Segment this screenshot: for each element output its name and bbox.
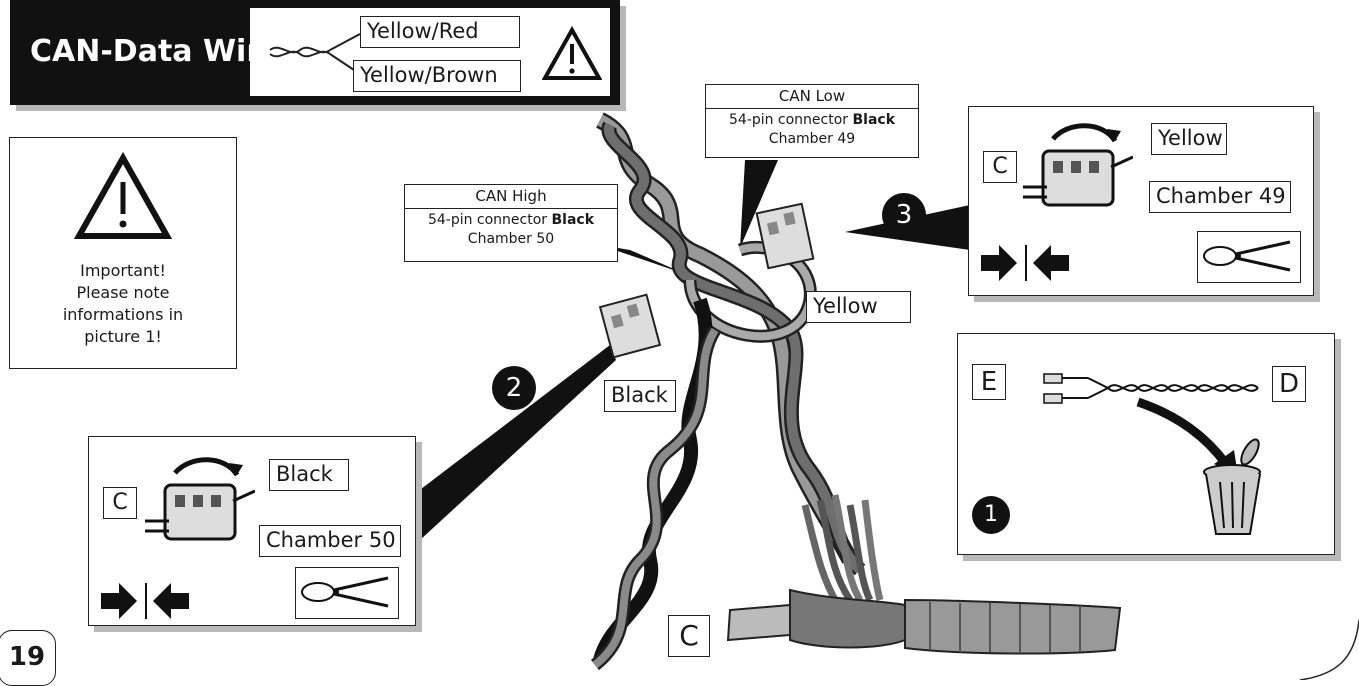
wire-color-label-1: Yellow/Red	[360, 16, 520, 48]
step3-chamber-label: Chamber 49	[1149, 181, 1291, 213]
can-high-chamber: Chamber 50	[467, 231, 555, 247]
step3-pliers-frame	[1197, 231, 1301, 283]
step3-wire-label: Yellow	[1151, 123, 1227, 155]
pliers-icon	[301, 576, 389, 608]
wire-color-label-2: Yellow/Brown	[353, 60, 521, 92]
important-note-line4: picture 1!	[84, 327, 162, 346]
warning-triangle-icon	[542, 26, 602, 80]
connector-step3	[755, 202, 815, 270]
pliers-icon	[1203, 240, 1291, 272]
can-low-chamber: Chamber 49	[768, 131, 856, 147]
can-high-box: CAN High 54-pin connector Black Chamber …	[404, 184, 618, 262]
step1-box: E D 1	[957, 333, 1335, 555]
can-high-title: CAN High	[405, 185, 617, 209]
important-note-line2: Please note	[76, 283, 170, 302]
step2-letter-c: C	[103, 487, 137, 519]
header-banner: CAN-Data Wire Yellow/Red Yellow/Brown	[10, 0, 620, 105]
connector-crimp-icon	[1023, 123, 1133, 207]
wire-dark-grey-upper	[603, 122, 864, 574]
important-note-box: Important! Please note informations in p…	[9, 137, 237, 369]
header-panel: Yellow/Red Yellow/Brown	[250, 8, 610, 96]
step-number-3: 3	[882, 193, 926, 237]
cable-bundle	[726, 494, 1122, 655]
connector-crimp-icon	[145, 457, 255, 541]
twisted-wire-icon	[269, 33, 360, 75]
step2-box: C Black Chamber 50	[88, 436, 416, 626]
push-together-icon	[101, 583, 189, 619]
can-low-connector: 54-pin connector	[728, 112, 849, 128]
step1-letter-e: E	[972, 364, 1006, 400]
step2-pliers-frame	[295, 567, 399, 619]
wire-label-yellow: Yellow	[806, 291, 911, 323]
important-note-line3: informations in	[62, 305, 184, 324]
wire-grey-lower	[592, 327, 719, 669]
step2-wire-label: Black	[269, 459, 349, 491]
warning-triangle-icon	[73, 152, 173, 239]
header-title: CAN-Data Wire	[30, 34, 282, 69]
trash-bin-icon	[1203, 438, 1261, 535]
step3-box: C Yellow Chamber 49	[968, 106, 1314, 296]
push-together-icon	[981, 245, 1069, 281]
wire-end-letter-c: C	[668, 615, 710, 657]
step2-chamber-label: Chamber 50	[259, 525, 401, 557]
step1-letter-d: D	[1272, 366, 1306, 402]
step-number-2: 2	[492, 366, 536, 410]
callout-pointer-can-low	[740, 160, 778, 248]
callout-wedge-step2	[400, 345, 616, 540]
can-low-title: CAN Low	[706, 85, 918, 109]
twisted-wire-with-terminals-icon	[1043, 373, 1259, 404]
can-high-connector: 54-pin connector	[427, 212, 548, 228]
callout-pointer-can-high	[600, 245, 688, 275]
step-number-1: 1	[972, 496, 1010, 534]
page-number: 19	[0, 630, 56, 686]
important-note-line1: Important!	[80, 261, 166, 280]
can-low-box: CAN Low 54-pin connector Black Chamber 4…	[705, 84, 919, 158]
connector-step2	[598, 293, 662, 359]
step3-letter-c: C	[983, 151, 1017, 183]
wire-label-black: Black	[604, 380, 676, 412]
can-high-connector-color: Black	[551, 212, 595, 228]
can-low-connector-color: Black	[852, 112, 896, 128]
page-corner	[1299, 619, 1359, 680]
